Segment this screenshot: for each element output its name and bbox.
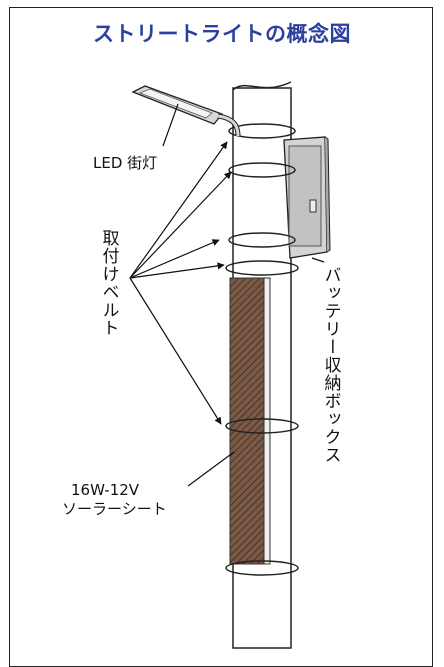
mount-belts [225,123,299,576]
leader-lines [129,103,325,487]
streetlight-illustration [129,81,331,649]
led-light-label: LED 街灯 [93,154,158,172]
battery-box-text: バッテリー収納ボックス [320,266,341,464]
mount-belt-label: 取付けベルト [97,229,119,337]
diagram-title: ストリートライトの概念図 [93,22,351,46]
mount-belt-text: 取付けベルト [98,229,119,337]
solar-sheet-label: ソーラーシート [62,500,167,518]
led-light [131,85,241,137]
battery-box [283,136,331,259]
solar-sheet-spec: 16W-12V [71,481,140,499]
battery-box-label: バッテリー収納ボックス [319,266,341,464]
